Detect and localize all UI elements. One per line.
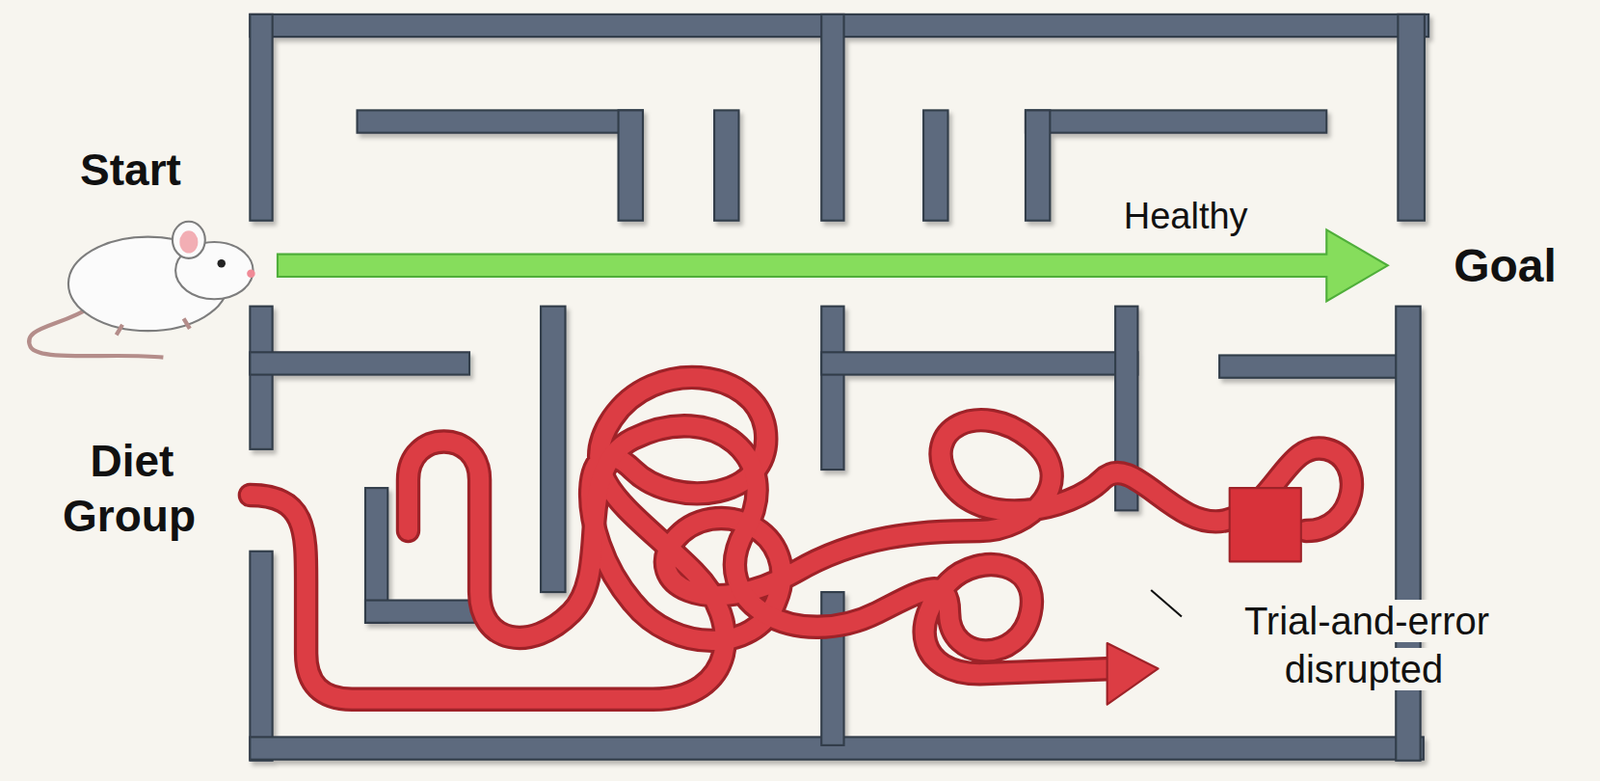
diet-group-label: Diet Group <box>38 433 223 545</box>
label-text: Healthy <box>1120 195 1252 237</box>
maze-walls <box>249 14 1429 761</box>
healthy-arrow <box>277 229 1388 301</box>
label-text: Trial-and-error disrupted <box>1241 599 1490 691</box>
trial-and-error-label: Trial-and-error disrupted <box>1192 596 1540 694</box>
mouse <box>28 221 256 358</box>
leader-line <box>1150 589 1182 617</box>
start-label: Start <box>18 142 243 199</box>
label-text: Goal <box>1450 240 1560 292</box>
healthy-label: Healthy <box>1073 193 1299 240</box>
diet-path <box>249 376 1352 704</box>
goal-label: Goal <box>1418 237 1593 295</box>
label-text: Start <box>77 144 185 195</box>
label-text: Diet Group <box>62 435 199 542</box>
